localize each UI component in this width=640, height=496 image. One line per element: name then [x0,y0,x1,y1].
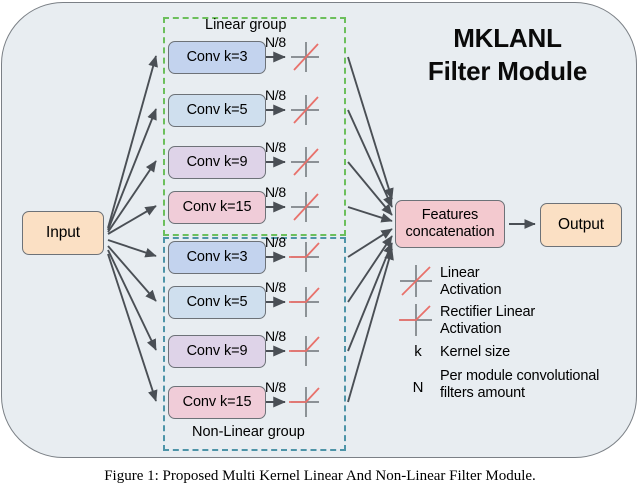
legend-line1: Rectifier Linear [440,304,536,321]
node-features-concatenation[interactable]: Features concatenation [395,200,505,248]
legend-item-rectifier-activation: Rectifier Linear Activation [396,303,634,337]
legend-line1: Per module convolutional [440,368,600,385]
conv-block-linear-k9[interactable]: Conv k=9 [168,146,266,179]
legend-item-kernel-size: k Kernel size [396,343,634,361]
linear-activation-icon [396,264,440,298]
legend-line2: Activation [440,321,502,338]
node-input[interactable]: Input [22,211,104,255]
node-features-label-line1: Features [421,207,479,224]
legend-item-filters-amount: N Per module convolutional filters amoun… [396,367,634,401]
conv-block-nonlinear-k5[interactable]: Conv k=5 [168,286,266,319]
legend-item-linear-activation: Linear Activation [396,264,634,298]
legend-item-text: Kernel size [440,343,510,361]
conv-block-nonlinear-k3[interactable]: Conv k=3 [168,241,266,274]
legend-line2: Activation [440,281,502,298]
group-label-nonlinear: Non-Linear group [192,424,305,440]
flow-label-nonlinear-k3: N/8 [265,234,286,250]
legend-line1: Kernel size [440,343,511,360]
conv-block-label: Conv k=3 [186,248,248,265]
legend-key-n: N [412,379,424,397]
flow-label-nonlinear-k15: N/8 [265,379,286,395]
conv-block-nonlinear-k15[interactable]: Conv k=15 [168,386,266,419]
conv-block-label: Conv k=9 [186,153,248,170]
node-output-label: Output [558,215,604,233]
legend-key-k: k [414,343,422,361]
flow-label-nonlinear-k5: N/8 [265,279,286,295]
legend: Linear Activation Rectifier Linear Activ… [396,264,634,407]
conv-block-linear-k3[interactable]: Conv k=3 [168,41,266,74]
node-features-label-line2: concatenation [405,223,495,240]
legend-item-text: Rectifier Linear Activation [440,303,535,337]
flow-label-linear-k15: N/8 [265,184,286,200]
conv-block-label: Conv k=15 [182,198,252,215]
legend-item-text: Linear Activation [440,264,502,298]
figure-title-line1: MKLANL [453,23,562,53]
node-input-label: Input [46,223,80,241]
flow-label-linear-k9: N/8 [265,139,286,155]
legend-item-text: Per module convolutional filters amount [440,367,599,401]
conv-block-label: Conv k=5 [186,293,248,310]
rectifier-activation-icon [396,303,440,337]
conv-block-nonlinear-k9[interactable]: Conv k=9 [168,335,266,368]
flow-label-nonlinear-k9: N/8 [265,328,286,344]
group-frame-linear [163,17,346,236]
group-frame-nonlinear [163,237,346,451]
conv-block-linear-k15[interactable]: Conv k=15 [168,191,266,224]
conv-block-label: Conv k=15 [182,393,252,410]
flow-label-linear-k3: N/8 [265,34,286,50]
figure-panel [1,2,637,458]
conv-block-label: Conv k=9 [186,342,248,359]
conv-block-linear-k5[interactable]: Conv k=5 [168,94,266,127]
conv-block-label: Conv k=3 [186,48,248,65]
figure-title-line2: Filter Module [427,55,588,86]
flow-label-linear-k5: N/8 [265,87,286,103]
diagram-connectors [107,42,536,417]
figure-title: MKLANL Filter Module [400,22,615,87]
legend-line1: Linear [440,265,480,281]
group-label-linear: Linear group [205,17,287,33]
figure-caption: Figure 1: Proposed Multi Kernel Linear A… [104,468,536,484]
node-output[interactable]: Output [540,203,622,247]
conv-block-label: Conv k=5 [186,101,248,118]
legend-line2: filters amount [440,385,525,402]
